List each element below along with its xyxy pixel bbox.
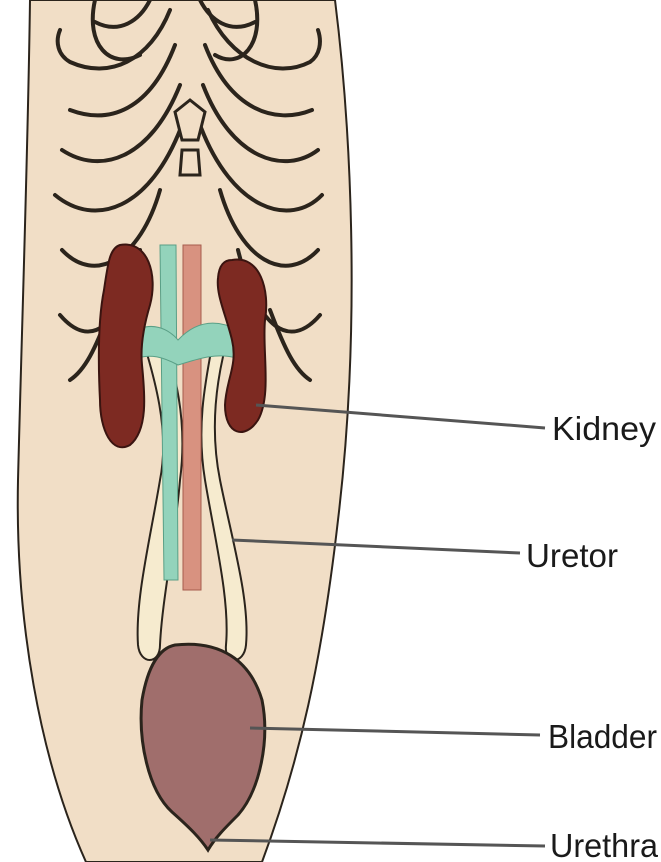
aorta <box>183 245 201 590</box>
ureter-label: Uretor <box>526 537 618 574</box>
kidney-label: Kidney <box>552 410 657 447</box>
bladder-label: Bladder <box>548 718 657 755</box>
urethra-label: Urethra <box>550 827 659 862</box>
